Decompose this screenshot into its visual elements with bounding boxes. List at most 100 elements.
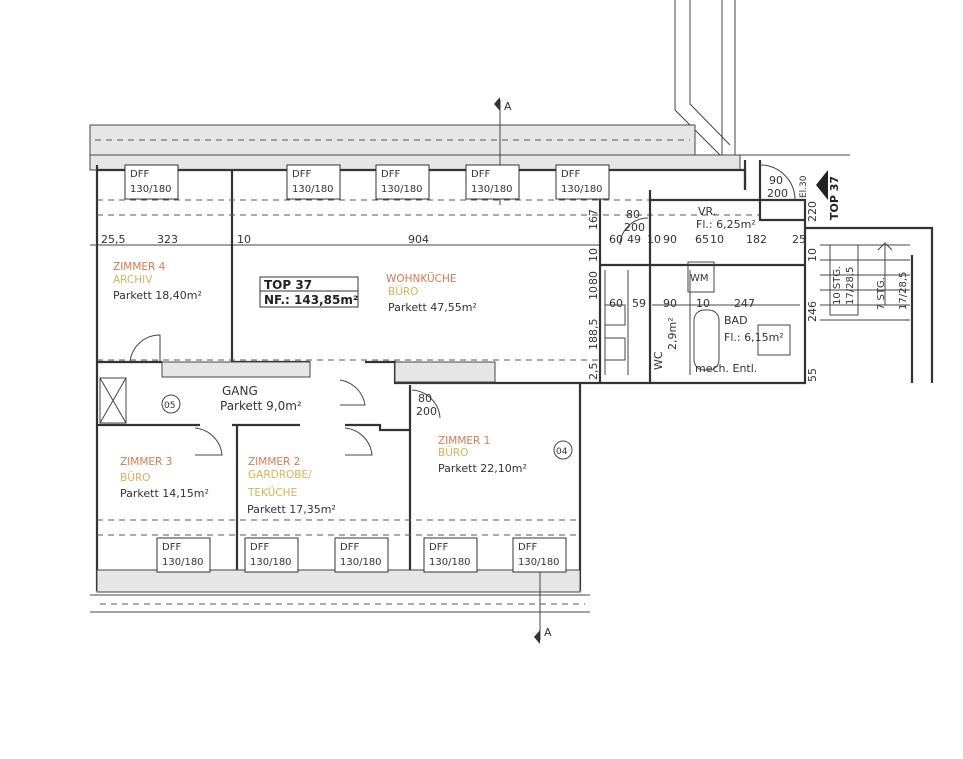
dim: 904: [408, 233, 429, 246]
zimmer4-name: ZIMMER 4: [113, 261, 166, 273]
roof-window: DFF 130/180: [512, 537, 567, 573]
dim: 90: [663, 233, 677, 246]
roof-window: DFF 130/180: [156, 537, 211, 573]
dim: 182: [746, 233, 767, 246]
stair-labels: 10 STG. 17/28,5 7 STG. 17/28,5 El.30: [799, 175, 909, 310]
unit-label: TOP 37 NF.: 143,85m² TOP 37: [259, 176, 841, 308]
zimmer2-use: GARDROBE/: [248, 469, 312, 481]
marker-04: 04: [556, 447, 568, 457]
dim: 10: [696, 297, 710, 310]
vr-area: Fl.: 6,25m²: [696, 218, 756, 231]
dim: 2,5: [587, 363, 600, 381]
stair-left-ratio: 17/28,5: [845, 267, 856, 305]
roof-window: DFF 130/180: [465, 164, 520, 200]
dim: 246: [806, 301, 819, 322]
window-size: 130/180: [340, 557, 382, 568]
entry-arrow-icon: [816, 170, 828, 200]
stair-right-ratio: 17/28,5: [898, 272, 909, 310]
zimmer2-area: Parkett 17,35m²: [247, 503, 336, 516]
dim: 55: [806, 368, 819, 382]
stair-right-steps: 7 STG.: [876, 277, 887, 310]
dim: 90: [663, 297, 677, 310]
washing-machine: [687, 261, 715, 293]
window-type: DFF: [429, 542, 448, 553]
wet-area: [600, 160, 934, 385]
zimmer4-use: ARCHIV: [113, 274, 153, 286]
roof-windows: DFF130/180DFF130/180DFF130/180DFF130/180…: [124, 164, 610, 573]
dim: 167: [587, 209, 600, 230]
window-size: 130/180: [381, 184, 423, 195]
section-label-top: A: [504, 100, 512, 113]
dim: 80: [587, 271, 600, 285]
entry-door-height: 200: [767, 187, 788, 200]
door-width: 80: [418, 392, 432, 405]
wohnkueche-use: BÜRO: [388, 285, 418, 298]
dim: 10: [710, 233, 724, 246]
dim: 10: [806, 248, 819, 262]
bad-note: mech. Entl.: [695, 362, 757, 375]
window-size: 130/180: [292, 184, 334, 195]
window-type: DFF: [340, 542, 359, 553]
gang-name: GANG: [222, 384, 258, 398]
wc-name: WC: [652, 351, 665, 370]
dim: 10: [587, 248, 600, 262]
window-type: DFF: [162, 542, 181, 553]
window-size: 130/180: [471, 184, 513, 195]
dim: 65: [695, 233, 709, 246]
kitchen-door-width: 80: [626, 208, 640, 221]
window-type: DFF: [130, 169, 149, 180]
stove: [604, 337, 626, 361]
dim: 247: [734, 297, 755, 310]
walls: [90, 165, 760, 613]
wc-area: 2,9m²: [666, 317, 679, 350]
window-type: DFF: [471, 169, 490, 180]
zimmer1-use: BÜRO: [438, 446, 468, 459]
zimmer4-area: Parkett 18,40m²: [113, 289, 202, 302]
dim: 10: [587, 286, 600, 300]
window-type: DFF: [292, 169, 311, 180]
marker-05: 05: [164, 401, 175, 411]
unit-area: NF.: 143,85m²: [264, 293, 358, 307]
roof-window: DFF 130/180: [334, 537, 389, 573]
zimmer1-name: ZIMMER 1: [438, 435, 490, 447]
upper-structure: [89, 0, 850, 171]
window-type: DFF: [518, 542, 537, 553]
wohnkueche-name: WOHNKÜCHE: [386, 272, 457, 285]
window-size: 130/180: [162, 557, 204, 568]
vr-name: VR.: [698, 205, 716, 218]
roof-window: DFF 130/180: [286, 164, 341, 200]
stair-left-steps: 10 STG.: [832, 266, 843, 305]
zimmer3-area: Parkett 14,15m²: [120, 487, 209, 500]
zimmer2-name: ZIMMER 2: [248, 456, 300, 468]
window-size: 130/180: [518, 557, 560, 568]
window-type: DFF: [250, 542, 269, 553]
shaft: [99, 377, 127, 424]
room-labels: ZIMMER 4 ARCHIV Parkett 18,40m² WOHNKÜCH…: [113, 205, 784, 516]
window-size: 130/180: [561, 184, 603, 195]
dim: 25: [792, 233, 806, 246]
dim: 10: [237, 233, 251, 246]
kitchen-door-height: 200: [624, 221, 645, 234]
dim: 188,5: [587, 319, 600, 351]
door-height: 200: [416, 405, 437, 418]
zimmer1-area: Parkett 22,10m²: [438, 462, 527, 475]
zimmer3-use: BÜRO: [120, 471, 150, 484]
dim: 60: [609, 233, 623, 246]
shower: [757, 324, 791, 356]
sink: [604, 304, 626, 326]
wohnkueche-area: Parkett 47,55m²: [388, 301, 477, 314]
bathtub: [693, 309, 720, 371]
window-size: 130/180: [130, 184, 172, 195]
dim: 25,5: [101, 233, 126, 246]
el30-label: El.30: [799, 175, 809, 198]
dimensions: 25,5 323 10 904 60 49 10 90 65 10 182 25…: [101, 201, 819, 382]
wm-label: WM: [690, 273, 709, 284]
roof-window: DFF 130/180: [124, 164, 179, 200]
doors: [129, 164, 796, 456]
dim: 60: [609, 297, 623, 310]
